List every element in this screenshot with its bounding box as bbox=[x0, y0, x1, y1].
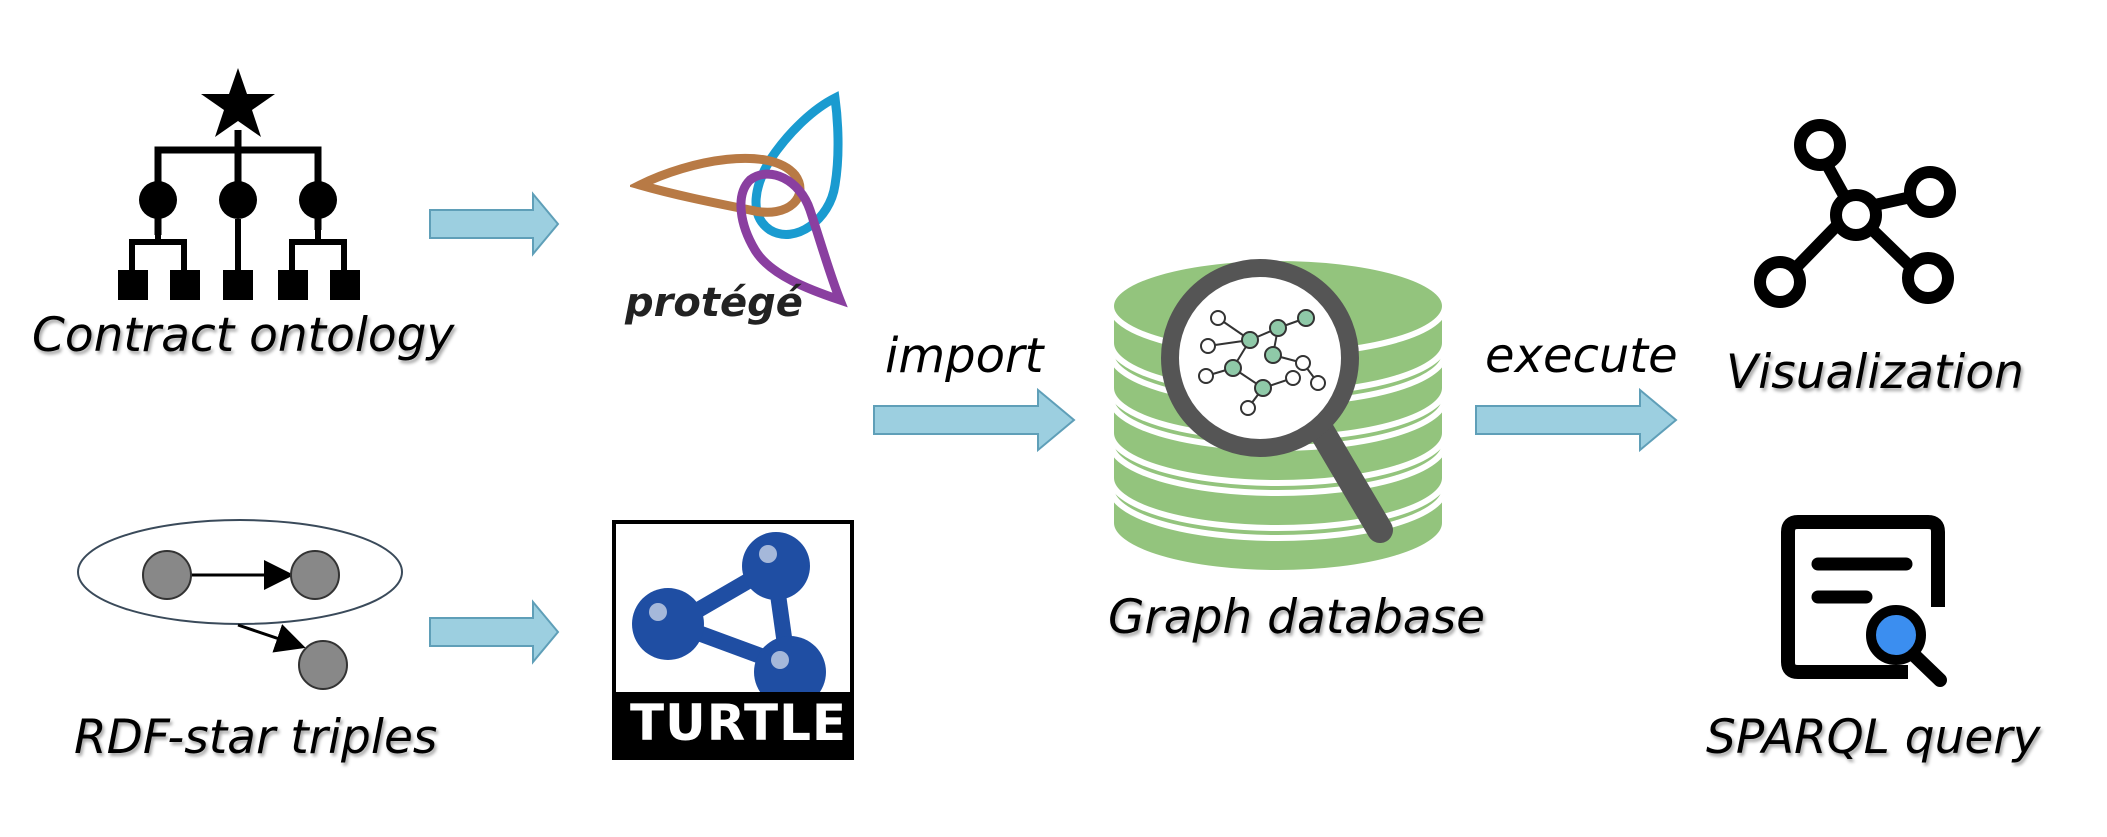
execute-arrow bbox=[1475, 387, 1678, 453]
rdf-star-label: RDF-star triples bbox=[74, 710, 438, 765]
turtle-logo: TURTLE bbox=[612, 520, 854, 760]
graph-database-icon bbox=[1108, 258, 1448, 576]
document-search-icon bbox=[1781, 515, 1947, 687]
turtle-logo-text: TURTLE bbox=[630, 694, 848, 752]
execute-label: execute bbox=[1485, 328, 1678, 384]
import-label: import bbox=[885, 328, 1044, 384]
contract-ontology-label: Contract ontology bbox=[32, 308, 455, 363]
import-arrow bbox=[873, 387, 1076, 453]
turtle-graph-icon bbox=[632, 532, 826, 694]
protege-logo bbox=[630, 91, 848, 308]
sparql-query-label: SPARQL query bbox=[1706, 710, 2041, 765]
protege-logo-text: protégé bbox=[625, 280, 803, 326]
network-graph-icon bbox=[1754, 119, 1956, 308]
rdf-star-graph-icon bbox=[77, 519, 403, 690]
hierarchy-star-icon bbox=[118, 68, 360, 300]
turtle-banner bbox=[616, 692, 850, 756]
arrow-to-protege bbox=[429, 191, 560, 257]
visualization-label: Visualization bbox=[1726, 345, 2024, 400]
graph-database-label: Graph database bbox=[1108, 590, 1486, 645]
arrow-to-turtle bbox=[429, 599, 560, 665]
